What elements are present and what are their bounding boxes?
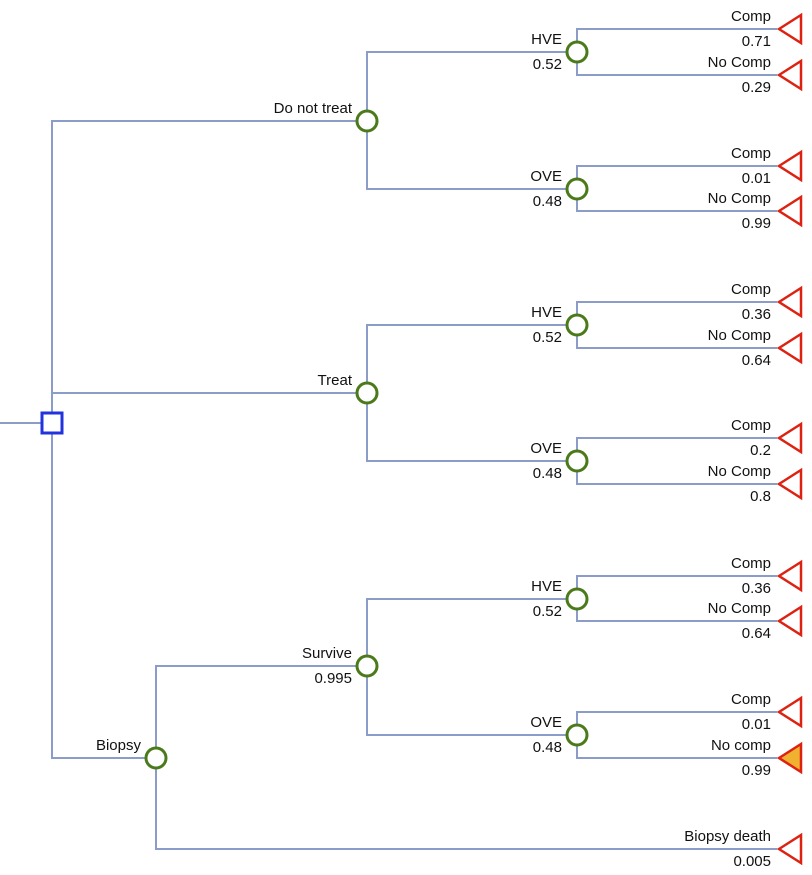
branch-label-r2-0-1-0: Comp (731, 691, 771, 708)
branch-r0 (51, 120, 356, 423)
branch-prob-r2-0-1: 0.48 (533, 739, 562, 756)
branch-label-r1-0-1: No Comp (708, 327, 771, 344)
branch-prob-r1-1-0: 0.2 (750, 442, 771, 459)
chance-node-r1[interactable] (355, 381, 379, 405)
terminal-node-r2-0-1-1[interactable] (776, 741, 803, 775)
branch-prob-r0-0-1: 0.29 (742, 79, 771, 96)
branch-label-r0-1-0: Comp (731, 145, 771, 162)
branch-r1 (51, 392, 356, 423)
terminal-node-r2-1[interactable] (776, 832, 803, 866)
branch-label-r2-0-0-1: No Comp (708, 600, 771, 617)
branch-r1-1 (366, 393, 566, 462)
branch-label-r1-1: OVE (530, 440, 562, 457)
terminal-node-r1-1-1[interactable] (776, 467, 803, 501)
branch-label-r2: Biopsy (96, 737, 142, 754)
chance-node-r0-0[interactable] (565, 40, 589, 64)
branch-label-r1-1-0: Comp (731, 417, 771, 434)
branch-label-r0-1: OVE (530, 168, 562, 185)
branch-prob-r0-0-0: 0.71 (742, 33, 771, 50)
chance-node-r0-1[interactable] (565, 177, 589, 201)
branch-prob-r1-0-0: 0.36 (742, 306, 771, 323)
branch-label-r1: Treat (318, 372, 353, 389)
chance-node-r1-1[interactable] (565, 449, 589, 473)
branch-label-r0-0-1: No Comp (708, 54, 771, 71)
branch-label-r0-0-0: Comp (731, 8, 771, 25)
branch-r0-1 (366, 121, 566, 190)
branch-prob-r1-0-1: 0.64 (742, 352, 771, 369)
tree-edges (0, 28, 777, 850)
tree-nodes (40, 12, 803, 866)
terminal-node-r2-0-1-0[interactable] (776, 695, 803, 729)
branch-r2-1 (155, 758, 777, 850)
chance-node-r2-0-1[interactable] (565, 723, 589, 747)
terminal-node-r0-1-0[interactable] (776, 149, 803, 183)
branch-prob-r2-0: 0.995 (314, 670, 352, 687)
branch-label-r2-0-0-0: Comp (731, 555, 771, 572)
branch-label-r1-0-0: Comp (731, 281, 771, 298)
terminal-node-r0-0-1[interactable] (776, 58, 803, 92)
branch-prob-r0-1-0: 0.01 (742, 170, 771, 187)
branch-r2-0-0 (366, 598, 566, 666)
branch-r0-0 (366, 51, 566, 121)
chance-node-r2[interactable] (144, 746, 168, 770)
branch-prob-r2-0-0-1: 0.64 (742, 625, 771, 642)
branch-prob-r0-0: 0.52 (533, 56, 562, 73)
branch-prob-r1-1-1: 0.8 (750, 488, 771, 505)
terminal-node-r1-0-0[interactable] (776, 285, 803, 319)
branch-r1-0 (366, 324, 566, 393)
chance-node-r0[interactable] (355, 109, 379, 133)
chance-node-r2-0-0[interactable] (565, 587, 589, 611)
terminal-node-r0-1-1[interactable] (776, 194, 803, 228)
branch-label-r1-1-1: No Comp (708, 463, 771, 480)
branch-label-r2-0-0: HVE (531, 578, 562, 595)
branch-label-r0-1-1: No Comp (708, 190, 771, 207)
terminal-node-r1-0-1[interactable] (776, 331, 803, 365)
branch-label-r0: Do not treat (274, 100, 353, 117)
branch-label-r2-1: Biopsy death (684, 828, 771, 845)
branch-prob-r2-0-1-0: 0.01 (742, 716, 771, 733)
branch-label-r2-0-1-1: No comp (711, 737, 771, 754)
branch-prob-r2-0-0-0: 0.36 (742, 580, 771, 597)
terminal-node-r2-0-0-1[interactable] (776, 604, 803, 638)
branch-label-r0-0: HVE (531, 31, 562, 48)
branch-prob-r2-0-1-1: 0.99 (742, 762, 771, 779)
branch-prob-r1-0: 0.52 (533, 329, 562, 346)
branch-r2-0-1 (366, 666, 566, 736)
chance-node-r2-0[interactable] (355, 654, 379, 678)
branch-r2 (51, 423, 145, 759)
branch-prob-r1-1: 0.48 (533, 465, 562, 482)
branch-prob-r0-1: 0.48 (533, 193, 562, 210)
chance-node-r1-0[interactable] (565, 313, 589, 337)
terminal-node-r0-0-0[interactable] (776, 12, 803, 46)
branch-label-r2-0-1: OVE (530, 714, 562, 731)
branch-r2-0 (155, 665, 356, 758)
branch-prob-r2-0-0: 0.52 (533, 603, 562, 620)
decision-node-root[interactable] (40, 411, 64, 435)
terminal-node-r1-1-0[interactable] (776, 421, 803, 455)
branch-label-r1-0: HVE (531, 304, 562, 321)
terminal-node-r2-0-0-0[interactable] (776, 559, 803, 593)
branch-prob-r2-1: 0.005 (733, 853, 771, 870)
branch-label-r2-0: Survive (302, 645, 352, 662)
branch-prob-r0-1-1: 0.99 (742, 215, 771, 232)
branch-r1-1-0 (576, 437, 777, 461)
